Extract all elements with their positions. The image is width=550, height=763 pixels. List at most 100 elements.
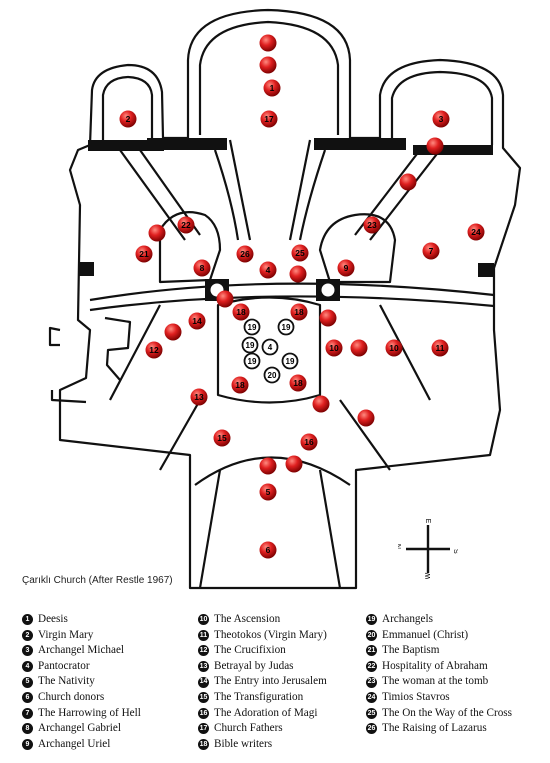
plan-caption: Çarıklı Church (After Restle 1967): [22, 575, 173, 586]
chapel-left: [158, 211, 222, 284]
legend-number-badge: 16: [198, 707, 209, 719]
marker-24: 24: [467, 223, 485, 241]
nave-arc-lower: [89, 295, 495, 312]
wall-block-center-right: [314, 138, 406, 150]
legend-text: The Crucifixion: [214, 644, 286, 657]
marker-ball: [337, 259, 355, 277]
legend-text: Deesis: [38, 613, 68, 625]
marker-ball: [431, 339, 449, 357]
marker-unlabelled: [216, 290, 234, 308]
dome-ring: [216, 296, 322, 404]
marker-label: 1: [270, 83, 275, 93]
marker-ball: [312, 395, 330, 413]
marker-ball: [148, 224, 166, 242]
legend-number-badge: 12: [198, 645, 209, 657]
legend-text: Archangel Gabriel: [38, 722, 121, 735]
marker-unlabelled: [259, 457, 277, 475]
wall-block-center-left: [147, 138, 227, 150]
marker-ball: [300, 433, 318, 451]
marker-ball: [325, 339, 343, 357]
legend-number-badge: 1: [22, 614, 33, 626]
legend-text: Hospitality of Abraham: [382, 659, 488, 672]
marker-ball: [259, 541, 277, 559]
marker-13: 13: [190, 388, 208, 406]
legend-text: The Baptism: [382, 644, 440, 657]
marker-unlabelled: [259, 34, 277, 52]
marker-label: 16: [304, 437, 314, 447]
legend-text: Pantocrator: [38, 659, 90, 672]
marker-10: 10: [325, 339, 343, 357]
marker-ball: [467, 223, 485, 241]
marker-2: 2: [119, 110, 137, 128]
legend-number-badge: 21: [366, 645, 377, 657]
marker-label: 11: [436, 343, 445, 353]
marker-ball: [260, 110, 278, 128]
marker-label: 24: [471, 227, 481, 237]
legend-number-badge: 9: [22, 739, 33, 751]
centre-medallion-19: 19: [277, 318, 295, 336]
pier-lines: [109, 304, 431, 471]
wall-stub-left: [78, 262, 94, 276]
legend-number-badge: 7: [22, 707, 33, 719]
marker-ball: [285, 455, 303, 473]
legend-number-badge: 24: [366, 692, 377, 704]
legend-text: Virgin Mary: [38, 628, 94, 641]
bema-lines: [198, 469, 342, 589]
wall-stub-right: [478, 263, 494, 277]
legend-item-21: 21 The Baptism: [366, 643, 512, 659]
marker-17: 17: [260, 110, 278, 128]
nave-arc-upper: [89, 282, 495, 302]
marker-label: 15: [217, 433, 227, 443]
marker-label: 26: [240, 249, 250, 259]
legend-text: Betrayal by Judas: [214, 659, 294, 672]
legend-number-badge: 20: [366, 629, 377, 641]
centre-medallion-label: 20: [268, 371, 277, 380]
marker-label: 14: [192, 316, 202, 326]
legend-text: Timios Stavros: [382, 690, 450, 703]
legend-number-badge: 17: [198, 723, 209, 735]
marker-ball: [385, 339, 403, 357]
compass-n: N: [398, 544, 403, 549]
marker-label: 8: [200, 263, 205, 273]
marker-ball: [432, 110, 450, 128]
marker-14: 14: [188, 312, 206, 330]
marker-ball: [190, 388, 208, 406]
marker-label: 5: [266, 487, 271, 497]
legend-text: Archangel Uriel: [38, 737, 111, 750]
compass-rose: N E S W: [398, 519, 458, 579]
marker-unlabelled: [399, 173, 417, 191]
marker-unlabelled: [289, 265, 307, 283]
legend-item-9: 9 Archangel Uriel: [22, 737, 141, 753]
marker-16: 16: [300, 433, 318, 451]
marker-ball: [289, 265, 307, 283]
apse-inner-right: [390, 70, 494, 145]
marker-9: 9: [337, 259, 355, 277]
marker-ball: [213, 429, 231, 447]
centre-medallion-disc: [263, 366, 281, 384]
marker-ball: [319, 309, 337, 327]
marker-unlabelled: [164, 323, 182, 341]
legend-text: The Nativity: [38, 675, 95, 688]
marker-8: 8: [193, 259, 211, 277]
legend-text: The Adoration of Magi: [214, 706, 318, 719]
marker-ball: [259, 483, 277, 501]
marker-label: 12: [149, 345, 159, 355]
marker-6: 6: [259, 541, 277, 559]
marker-unlabelled: [312, 395, 330, 413]
legend-text: Church donors: [38, 690, 105, 703]
marker-label: 23: [367, 220, 377, 230]
legend-number-badge: 10: [198, 614, 209, 626]
marker-unlabelled: [319, 309, 337, 327]
legend-item-1: 1 Deesis: [22, 612, 141, 628]
compass-e: E: [424, 519, 431, 524]
marker-5: 5: [259, 483, 277, 501]
column-right: [321, 283, 335, 297]
